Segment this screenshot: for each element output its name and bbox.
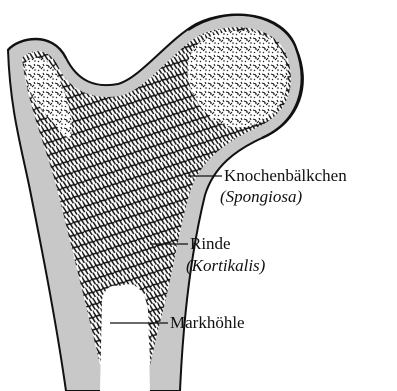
spongiosa-latin-label: (Spongiosa) bbox=[220, 187, 303, 206]
marrow-label: Markhöhle bbox=[170, 313, 245, 332]
marrow-cavity bbox=[100, 284, 150, 391]
cortex-label: Rinde bbox=[190, 234, 231, 253]
spongiosa-label: Knochenbälkchen bbox=[224, 166, 347, 185]
cortex-latin-label: (Kortikalis) bbox=[186, 256, 266, 275]
